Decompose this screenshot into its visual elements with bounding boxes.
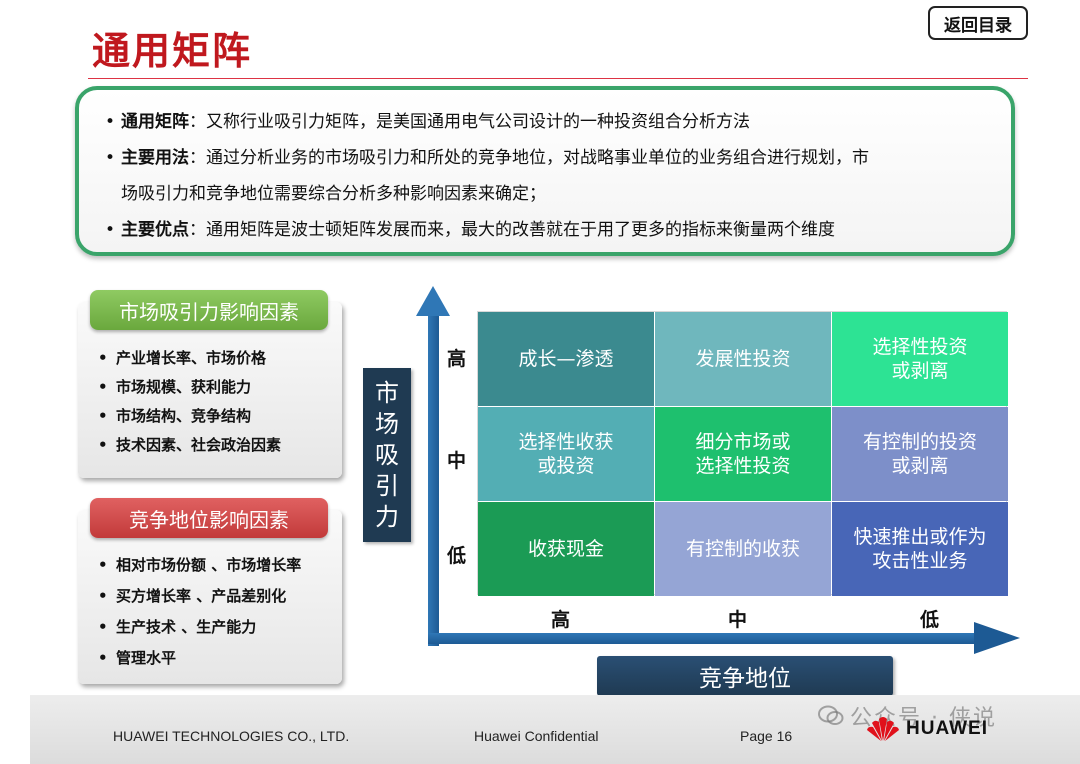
list-item: 买方增长率 、产品差别化 xyxy=(98,581,342,612)
competition-factors-title: 竞争地位影响因素 xyxy=(90,498,328,538)
competition-factors-box: 相对市场份额 、市场增长率 买方增长率 、产品差别化 生产技术 、生产能力 管理… xyxy=(78,510,342,684)
y-axis-label-char: 吸 xyxy=(375,440,399,469)
intro-bullet-definition: 通用矩阵：又称行业吸引力矩阵，是美国通用电气公司设计的一种投资组合分析方法 xyxy=(105,104,985,140)
y-axis-label: 市 场 吸 引 力 xyxy=(363,368,411,542)
x-tick-low: 低 xyxy=(920,609,940,631)
y-tick-low: 低 xyxy=(447,545,467,567)
y-tick-mid: 中 xyxy=(447,450,467,472)
y-axis-label-char: 力 xyxy=(375,502,399,531)
list-item: 管理水平 xyxy=(98,643,342,674)
intro-label: 主要用法 xyxy=(121,148,189,168)
matrix-cell: 细分市场或选择性投资 xyxy=(655,407,831,501)
intro-label: 主要优点 xyxy=(121,220,189,240)
back-to-contents-button[interactable]: 返回目录 xyxy=(928,6,1028,40)
list-item: 产业增长率、市场价格 xyxy=(98,344,342,373)
intro-text: ：又称行业吸引力矩阵，是美国通用电气公司设计的一种投资组合分析方法 xyxy=(189,112,750,132)
footer-page-number: Page 16 xyxy=(740,728,793,744)
intro-text: ：通过分析业务的市场吸引力和所处的竞争地位，对战略事业单位的业务组合进行规划，市 xyxy=(189,148,869,168)
matrix-cell: 有控制的投资或剥离 xyxy=(832,407,1008,501)
title-divider xyxy=(88,78,1028,79)
x-axis-label: 竞争地位 xyxy=(597,656,893,696)
list-item: 市场规模、获利能力 xyxy=(98,373,342,402)
huawei-flower-icon xyxy=(867,717,899,741)
list-item: 市场结构、竞争结构 xyxy=(98,402,342,431)
intro-box: 通用矩阵：又称行业吸引力矩阵，是美国通用电气公司设计的一种投资组合分析方法 主要… xyxy=(75,86,1015,256)
y-axis-label-char: 引 xyxy=(375,471,399,500)
list-item: 相对市场份额 、市场增长率 xyxy=(98,550,342,581)
matrix-cell: 快速推出或作为攻击性业务 xyxy=(832,502,1008,596)
ge-matrix-grid: 成长—渗透 发展性投资 选择性投资或剥离 选择性收获或投资 细分市场或选择性投资… xyxy=(477,311,1008,596)
x-tick-mid: 中 xyxy=(728,609,748,631)
wechat-icon xyxy=(818,705,844,725)
footer-bar xyxy=(30,695,1080,764)
intro-label: 通用矩阵 xyxy=(121,112,189,132)
footer-company: HUAWEI TECHNOLOGIES CO., LTD. xyxy=(113,728,350,744)
intro-bullet-usage: 主要用法：通过分析业务的市场吸引力和所处的竞争地位，对战略事业单位的业务组合进行… xyxy=(105,140,985,212)
matrix-cell: 有控制的收获 xyxy=(655,502,831,596)
x-tick-high: 高 xyxy=(551,609,571,631)
page-title: 通用矩阵 xyxy=(92,29,253,73)
y-axis-line xyxy=(428,306,439,646)
intro-text-continued: 场吸引力和竞争地位需要综合分析多种影响因素来确定； xyxy=(121,184,546,204)
market-factors-title: 市场吸引力影响因素 xyxy=(90,290,328,330)
matrix-cell: 选择性收获或投资 xyxy=(478,407,654,501)
x-axis-line xyxy=(428,633,976,644)
matrix-cell: 发展性投资 xyxy=(655,312,831,406)
x-axis-arrow-icon xyxy=(974,622,1020,654)
y-axis-label-char: 场 xyxy=(375,409,399,438)
matrix-cell: 成长—渗透 xyxy=(478,312,654,406)
y-axis-label-char: 市 xyxy=(375,378,399,407)
matrix-cell: 收获现金 xyxy=(478,502,654,596)
footer-confidential: Huawei Confidential xyxy=(474,728,599,744)
market-factors-box: 产业增长率、市场价格 市场规模、获利能力 市场结构、竞争结构 技术因素、社会政治… xyxy=(78,302,342,478)
y-tick-high: 高 xyxy=(447,348,467,370)
list-item: 技术因素、社会政治因素 xyxy=(98,431,342,460)
matrix-cell: 选择性投资或剥离 xyxy=(832,312,1008,406)
huawei-logo: HUAWEI xyxy=(866,715,988,743)
intro-text: ：通用矩阵是波士顿矩阵发展而来，最大的改善就在于用了更多的指标来衡量两个维度 xyxy=(189,220,835,240)
list-item: 生产技术 、生产能力 xyxy=(98,612,342,643)
logo-text: HUAWEI xyxy=(906,718,988,739)
y-axis-arrow-icon xyxy=(416,286,450,316)
intro-bullet-advantage: 主要优点：通用矩阵是波士顿矩阵发展而来，最大的改善就在于用了更多的指标来衡量两个… xyxy=(105,212,985,248)
